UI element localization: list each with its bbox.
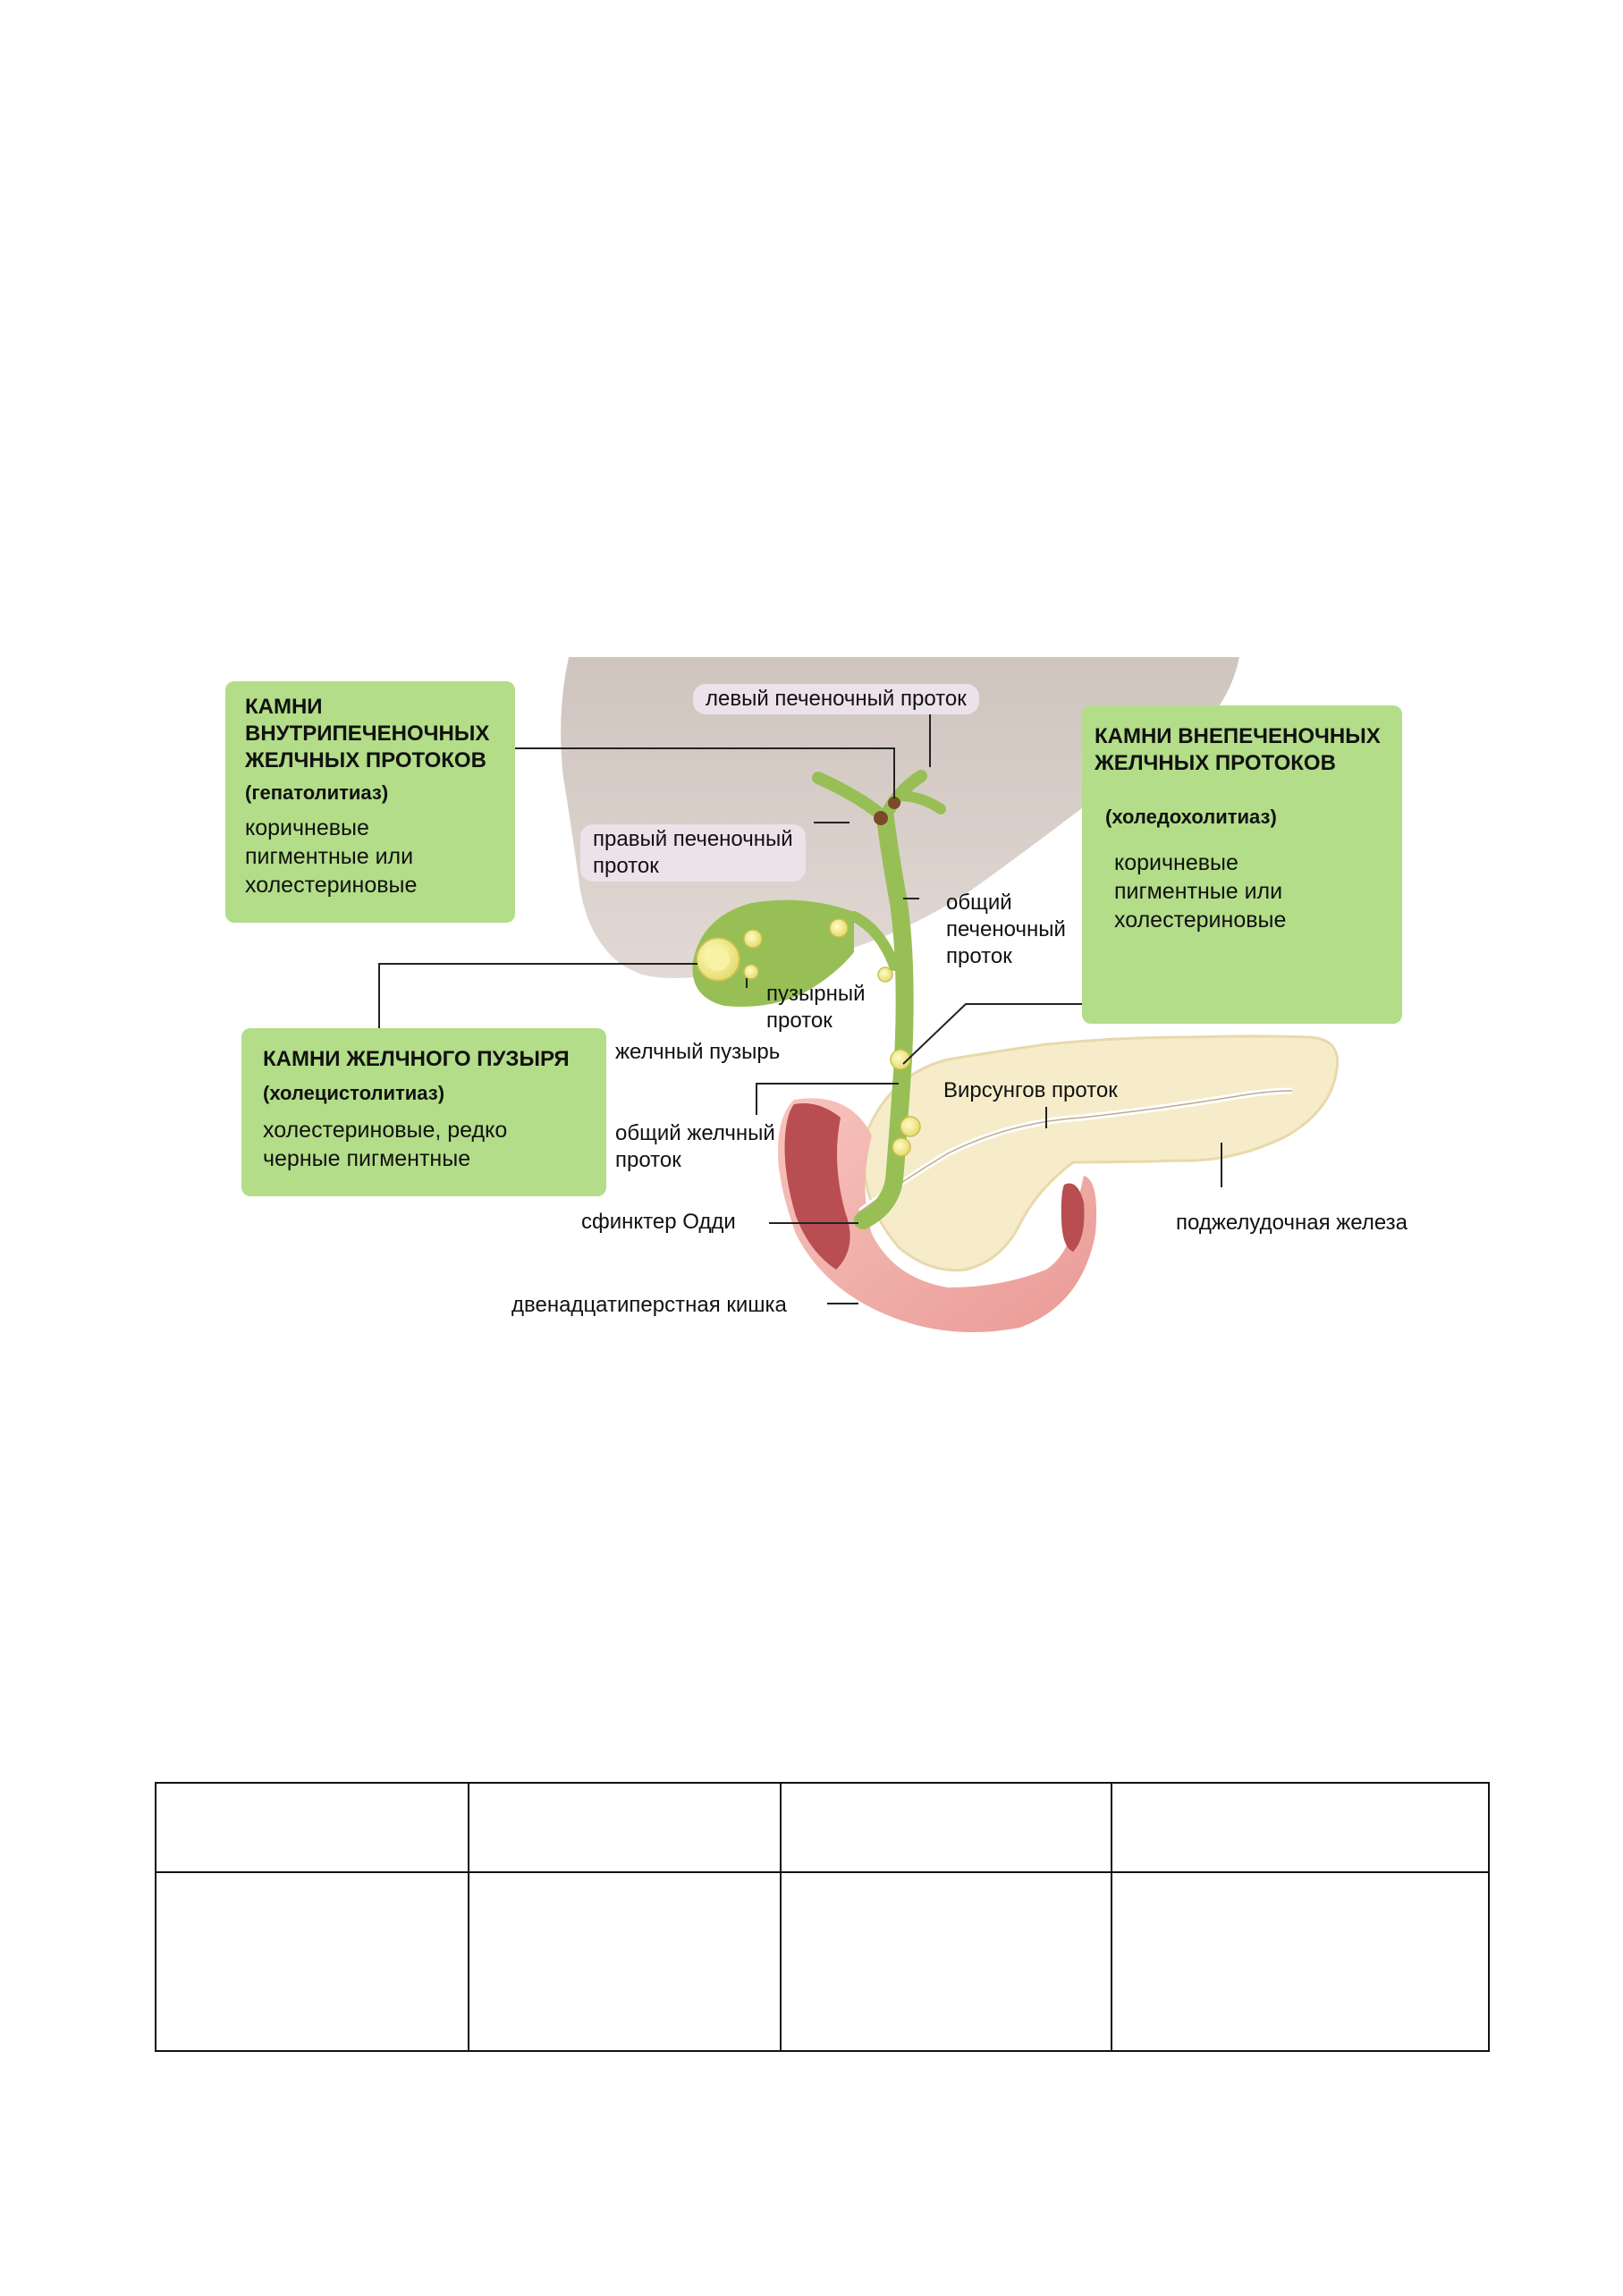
table-cell [1110,1782,1491,1873]
label-cystic-duct: пузырный проток [766,982,866,1033]
box-gallbladder-description: холестериновые, редко черные пигментные [263,1118,508,1171]
table-cell [1110,1871,1491,2052]
pancreas [862,1034,1340,1272]
table-row [155,1782,1491,1873]
box-intrahepatic-subtitle: (гепатолитиаз) [245,781,389,804]
table-cell [155,1871,469,2052]
label-common-bile-duct: общий желчный проток [615,1121,775,1172]
box-extrahepatic-subtitle: (холедохолитиаз) [1105,806,1277,828]
box-extrahepatic-title: КАМНИ ВНЕПЕЧЕНОЧНЫХ ЖЕЛЧНЫХ ПРОТОКОВ [1095,724,1381,775]
label-wirsung-duct: Вирсунгов проток [943,1078,1118,1102]
label-duodenum: двенадцатиперстная кишка [511,1293,787,1317]
box-intrahepatic-description: коричневые пигментные или холестериновые [245,815,418,898]
liver [561,657,1239,978]
label-left-hepatic-duct: левый печеночный проток [693,684,979,714]
box-gallbladder-title: КАМНИ ЖЕЛЧНОГО ПУЗЫРЯ [263,1047,570,1071]
table-row [155,1871,1491,2052]
duodenum-lumen-right [1061,1183,1085,1252]
duodenum [777,1098,1097,1332]
table-cell [467,1782,782,1873]
gallbladder [692,899,854,1007]
empty-table [155,1782,1491,2052]
label-right-hepatic-duct: правый печеночный проток [580,824,806,882]
duodenum-lumen-left [784,1103,850,1270]
label-gallbladder: желчный пузырь [615,1040,781,1064]
table-cell [155,1782,469,1873]
box-extrahepatic-stones: КАМНИ ВНЕПЕЧЕНОЧНЫХ ЖЕЛЧНЫХ ПРОТОКОВ (хо… [1082,705,1402,1024]
box-intrahepatic-stones: КАМНИ ВНУТРИПЕЧЕНОЧНЫХ ЖЕЛЧНЫХ ПРОТОКОВ … [225,681,515,923]
box-intrahepatic-title: КАМНИ ВНУТРИПЕЧЕНОЧНЫХ ЖЕЛЧНЫХ ПРОТОКОВ [245,695,490,772]
box-gallbladder-stones: КАМНИ ЖЕЛЧНОГО ПУЗЫРЯ (холецистолитиаз) … [241,1028,606,1196]
box-gallbladder-subtitle: (холецистолитиаз) [263,1082,445,1104]
label-pancreas: поджелудочная железа [1176,1211,1408,1235]
table-cell [467,1871,782,2052]
table-cell [780,1871,1112,2052]
gallstones [696,797,921,1157]
table-cell [780,1782,1112,1873]
label-common-hepatic-duct: общий печеночный проток [946,891,1066,968]
label-sphincter-oddi: сфинктер Одди [581,1210,736,1234]
box-extrahepatic-description: коричневые пигментные или холестериновые [1114,850,1287,933]
